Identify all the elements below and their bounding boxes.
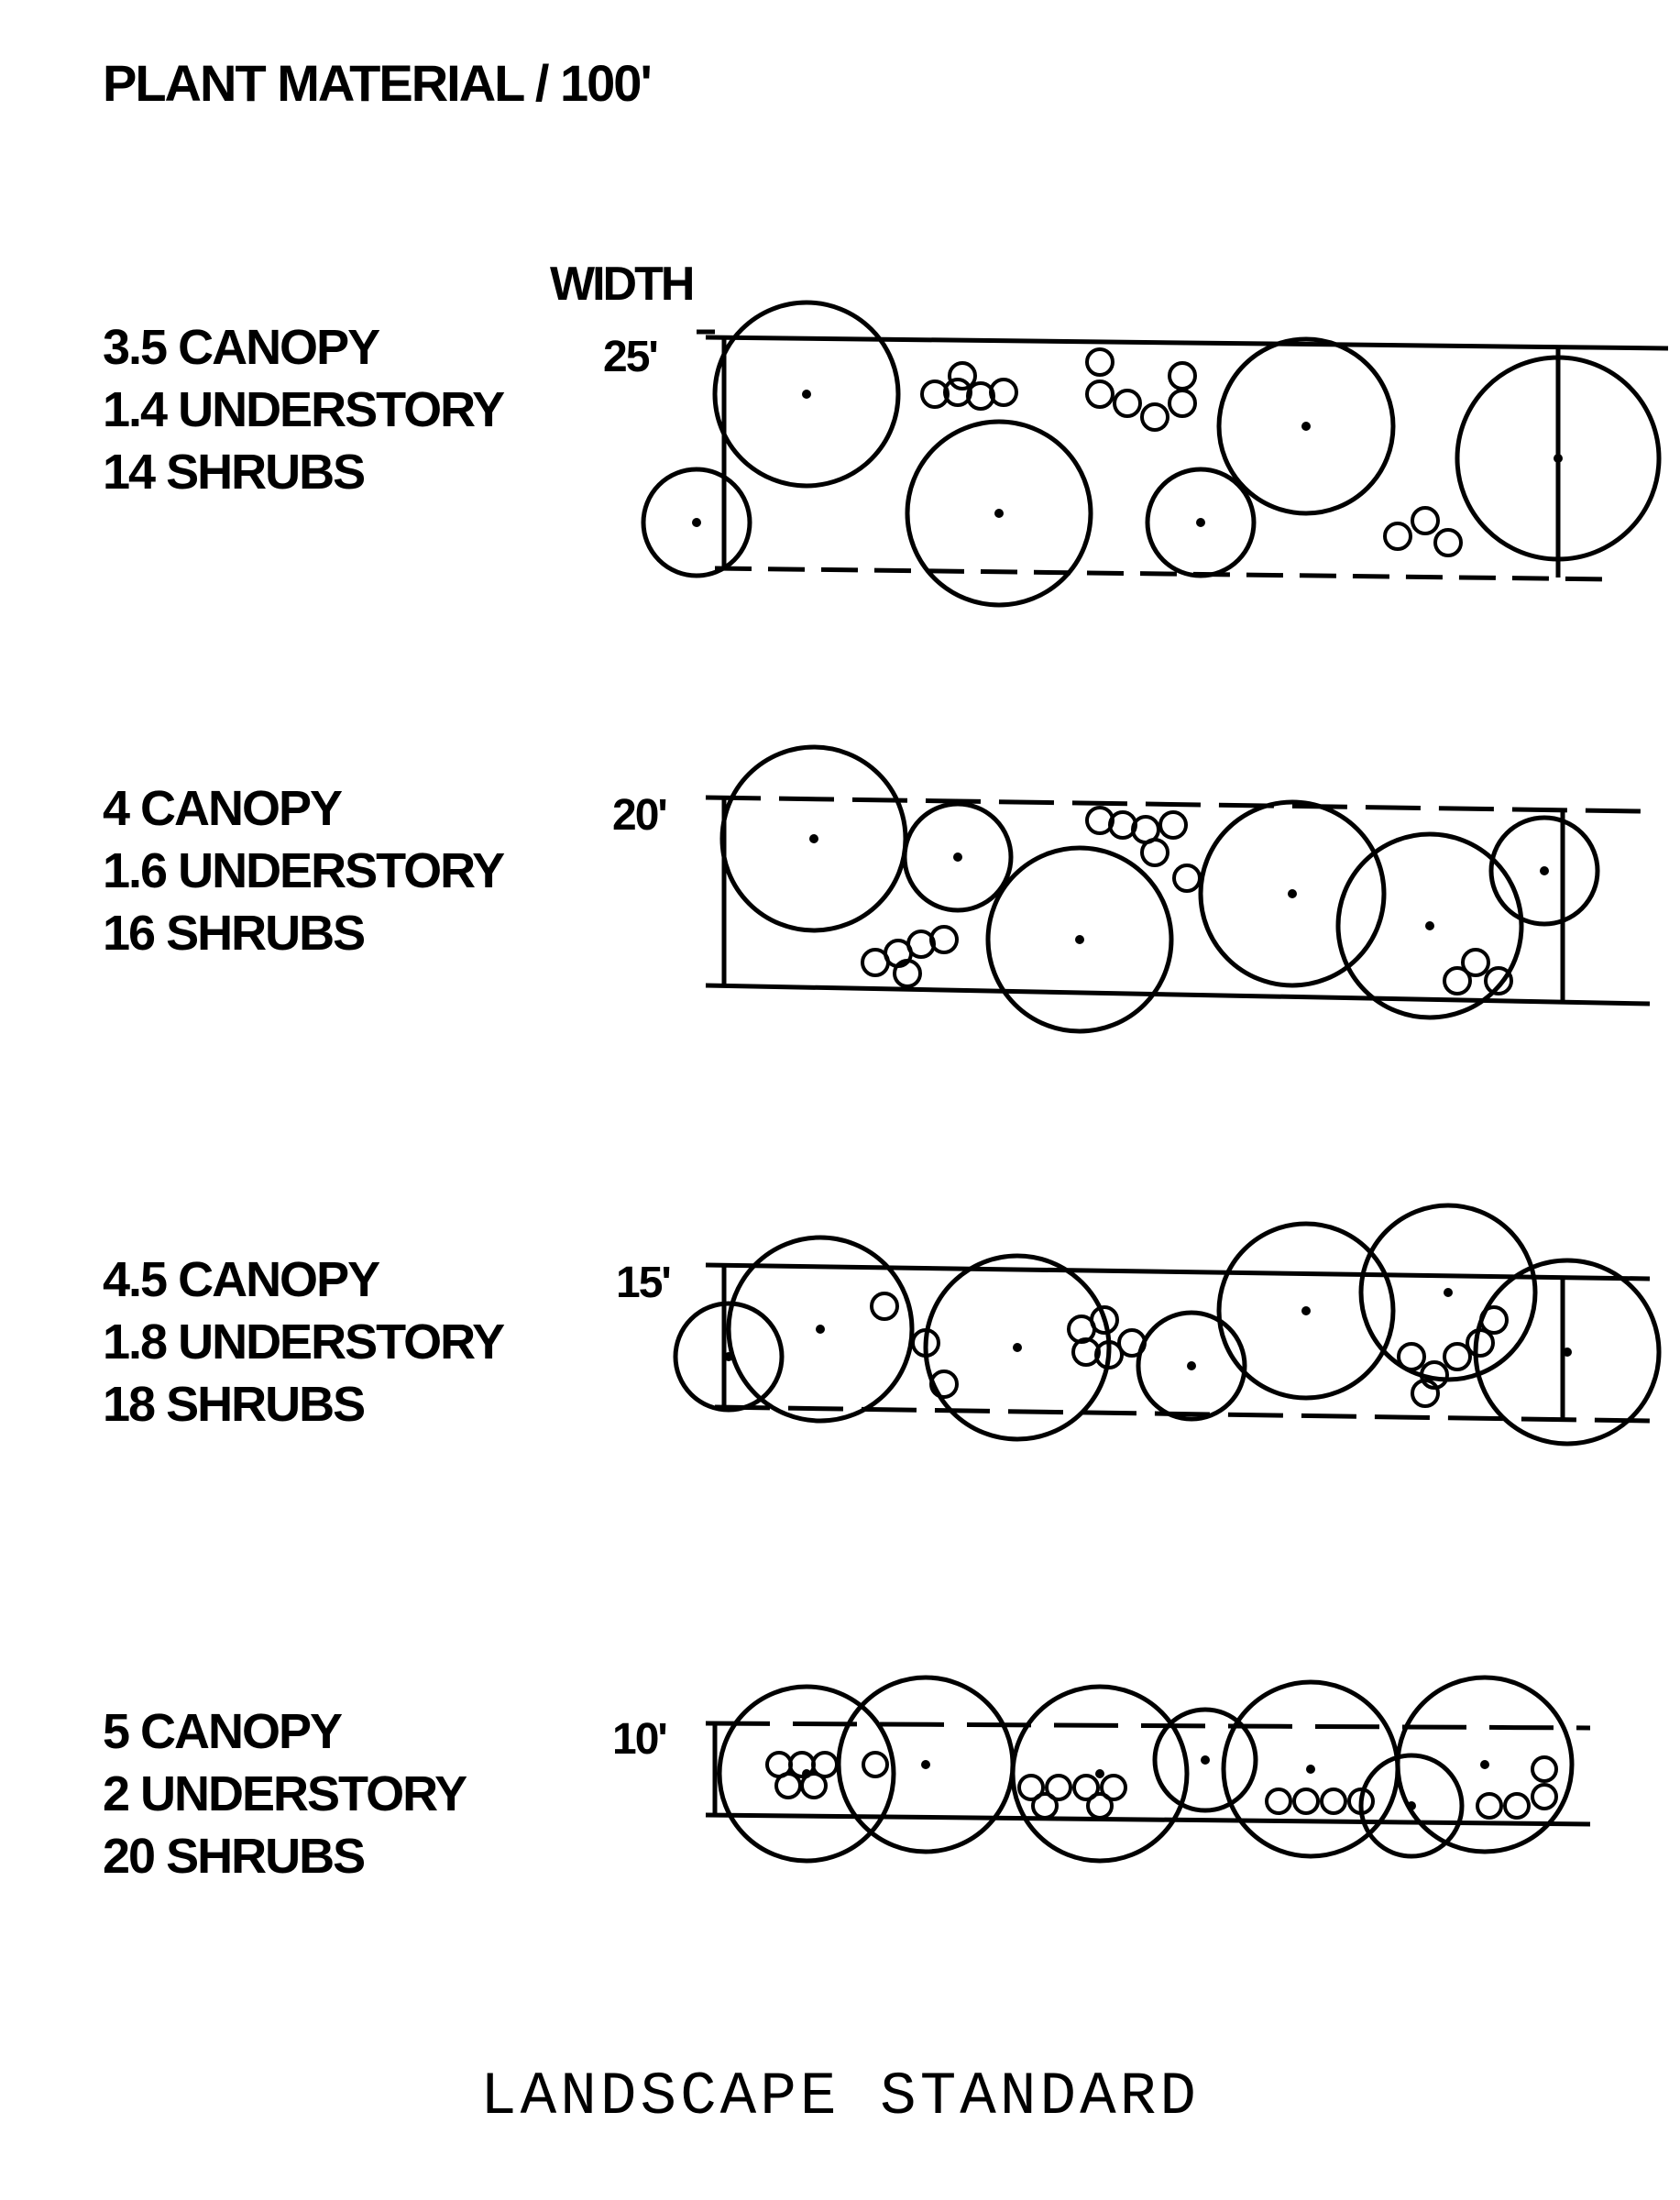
row-4-tree-centers	[802, 1755, 1489, 1810]
row-3-canopy: 4.5 CANOPY	[103, 1252, 380, 1307]
row-1-shrubs	[920, 347, 1463, 557]
understory-tree	[1136, 1310, 1247, 1422]
row-1-understory: 1.4 UNDERSTORY	[103, 382, 505, 437]
canopy-tree	[712, 300, 901, 489]
canopy-tree	[1455, 355, 1662, 562]
row-1-top-edge	[705, 335, 1669, 351]
canopy-tree	[1198, 799, 1387, 988]
row-1-buffer-strip	[697, 329, 1669, 582]
row-3-canopy-trees	[726, 1203, 1662, 1446]
row-2-understory-trees	[902, 801, 1600, 927]
understory-tree	[902, 801, 1014, 913]
canopy-tree	[1216, 1221, 1396, 1401]
understory-tree	[1145, 467, 1257, 578]
row-2-tree-centers	[809, 834, 1549, 944]
canopy-tree	[1010, 1684, 1190, 1864]
canopy-tree	[985, 845, 1174, 1034]
row-4-canopy-trees	[717, 1675, 1575, 1864]
understory-tree	[1358, 1753, 1465, 1859]
canopy-tree	[1473, 1258, 1662, 1446]
page-title: PLANT MATERIAL / 100'	[103, 54, 653, 112]
understory-tree	[1152, 1707, 1258, 1813]
row-1-canopy: 3.5 CANOPY	[103, 320, 380, 375]
canopy-tree	[717, 1684, 896, 1864]
row-1-labels: 3.5 CANOPY 1.4 UNDERSTORY 14 SHRUBS	[103, 316, 505, 503]
canopy-tree	[1216, 336, 1396, 516]
row-1-shrubs: 14 SHRUBS	[103, 445, 366, 500]
row-2-width: 20'	[612, 791, 668, 840]
row-4-understory: 2 UNDERSTORY	[103, 1766, 467, 1821]
row-4-shrubs	[765, 1751, 1558, 1820]
row-2-shrubs: 16 SHRUBS	[103, 906, 366, 961]
row-2-shrubs	[861, 806, 1513, 996]
row-1-width: 25'	[603, 333, 659, 381]
understory-tree	[1488, 815, 1600, 927]
understory-tree	[673, 1301, 785, 1413]
row-1-bottom-edge	[714, 566, 1614, 582]
row-4-shrubs: 20 SHRUBS	[103, 1829, 366, 1884]
width-header: WIDTH	[550, 258, 695, 311]
canopy-tree	[905, 419, 1093, 608]
row-2-labels: 4 CANOPY 1.6 UNDERSTORY 16 SHRUBS	[103, 777, 505, 964]
row-2-canopy-trees	[719, 744, 1524, 1034]
canopy-tree	[1395, 1675, 1575, 1854]
canopy-tree	[1335, 831, 1524, 1020]
row-2-canopy: 4 CANOPY	[103, 781, 343, 836]
row-3-tree-centers	[724, 1288, 1572, 1370]
canopy-tree	[726, 1235, 915, 1424]
footer-caption: LANDSCAPE STANDARD	[480, 2062, 1200, 2131]
row-3-labels: 4.5 CANOPY 1.8 UNDERSTORY 18 SHRUBS	[103, 1248, 505, 1436]
row-4-understory-trees	[1152, 1707, 1465, 1859]
row-3-understory-trees	[673, 1301, 1247, 1422]
row-1-understory-trees	[641, 467, 1257, 578]
row-4-labels: 5 CANOPY 2 UNDERSTORY 20 SHRUBS	[103, 1700, 467, 1887]
understory-tree	[641, 467, 752, 578]
row-3-top-edge	[705, 1262, 1651, 1282]
row-1-canopy-trees	[712, 300, 1662, 608]
row-3-width: 15'	[616, 1259, 672, 1307]
row-3-buffer-strip	[705, 1262, 1651, 1424]
row-2-bottom-edge	[705, 983, 1651, 1006]
row-3-shrubs: 18 SHRUBS	[103, 1377, 366, 1432]
row-1-tree-centers	[692, 390, 1563, 527]
row-2-understory: 1.6 UNDERSTORY	[103, 843, 505, 898]
row-3-bottom-edge	[714, 1404, 1651, 1424]
row-3-shrubs	[870, 1292, 1509, 1408]
canopy-tree	[923, 1253, 1112, 1442]
row-4-top-edge	[705, 1721, 1591, 1731]
row-3-understory: 1.8 UNDERSTORY	[103, 1314, 505, 1370]
row-4-width: 10'	[612, 1715, 668, 1764]
row-4-canopy: 5 CANOPY	[103, 1704, 343, 1759]
row-2-top-edge	[705, 795, 1642, 814]
